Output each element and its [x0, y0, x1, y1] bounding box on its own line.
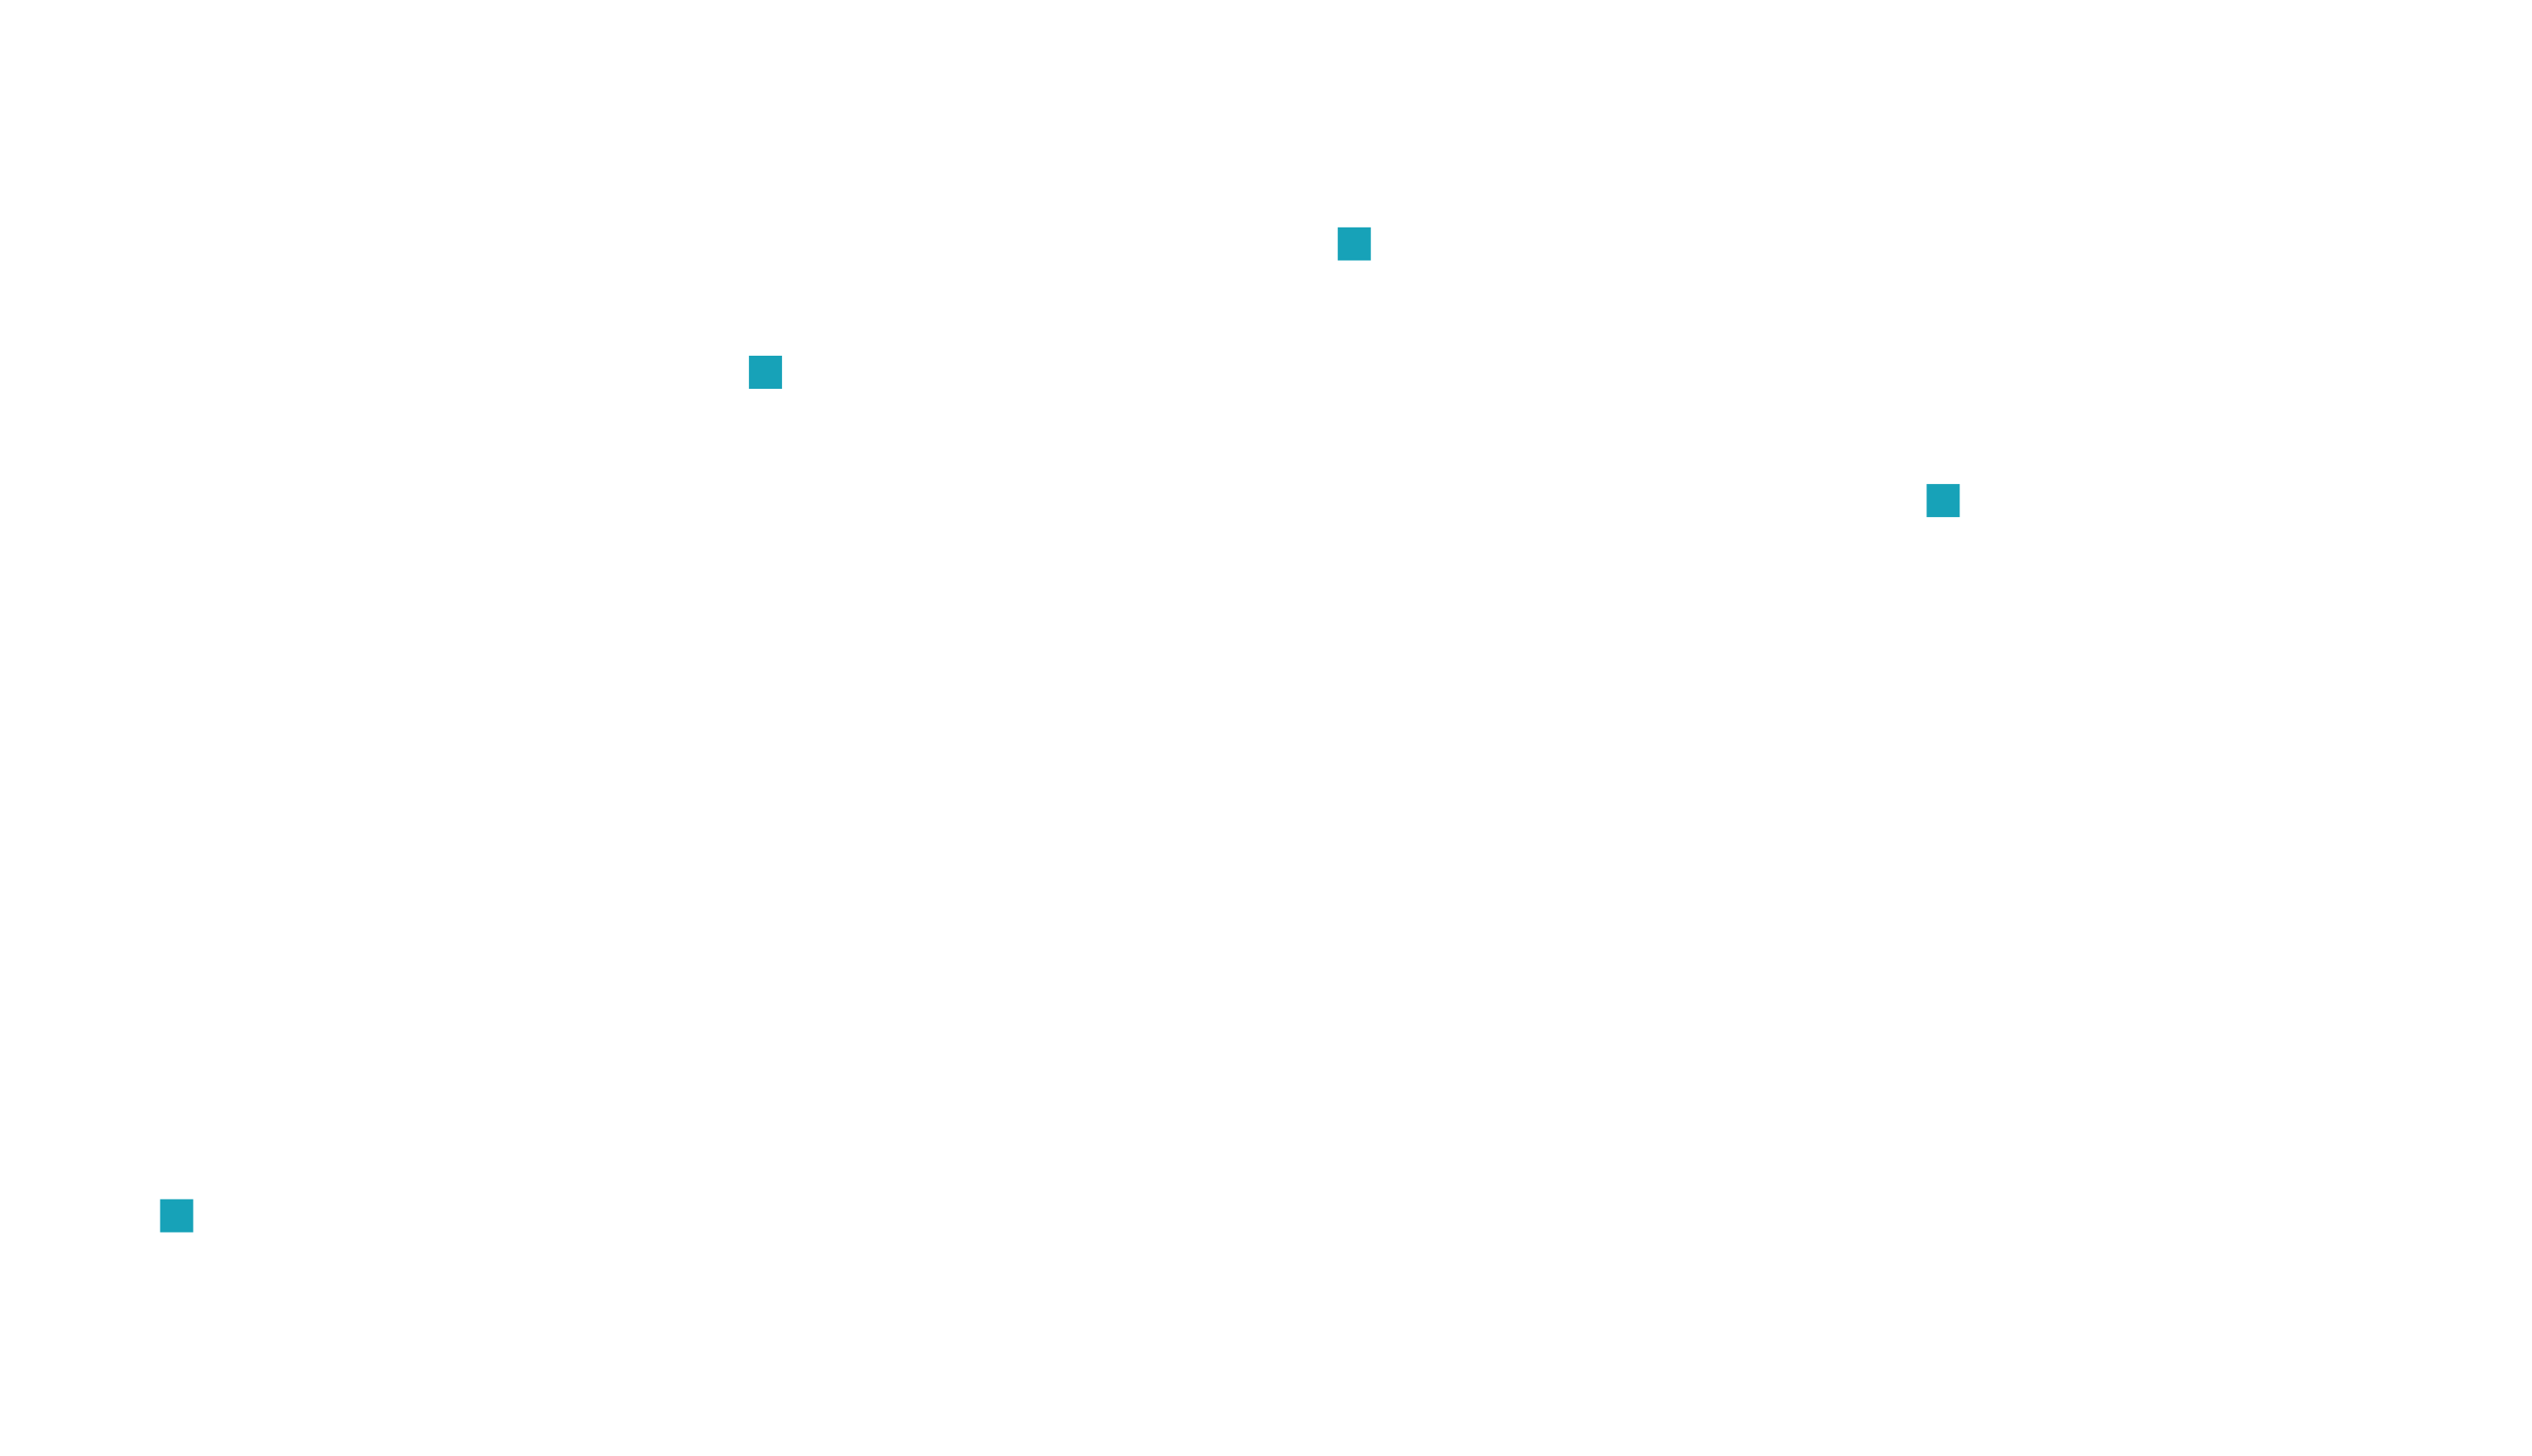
data-point-2	[749, 356, 783, 389]
data-point-4	[1926, 484, 1960, 518]
points-layer	[160, 227, 1960, 1233]
data-point-3	[1337, 227, 1371, 261]
data-point-1	[160, 1199, 194, 1233]
